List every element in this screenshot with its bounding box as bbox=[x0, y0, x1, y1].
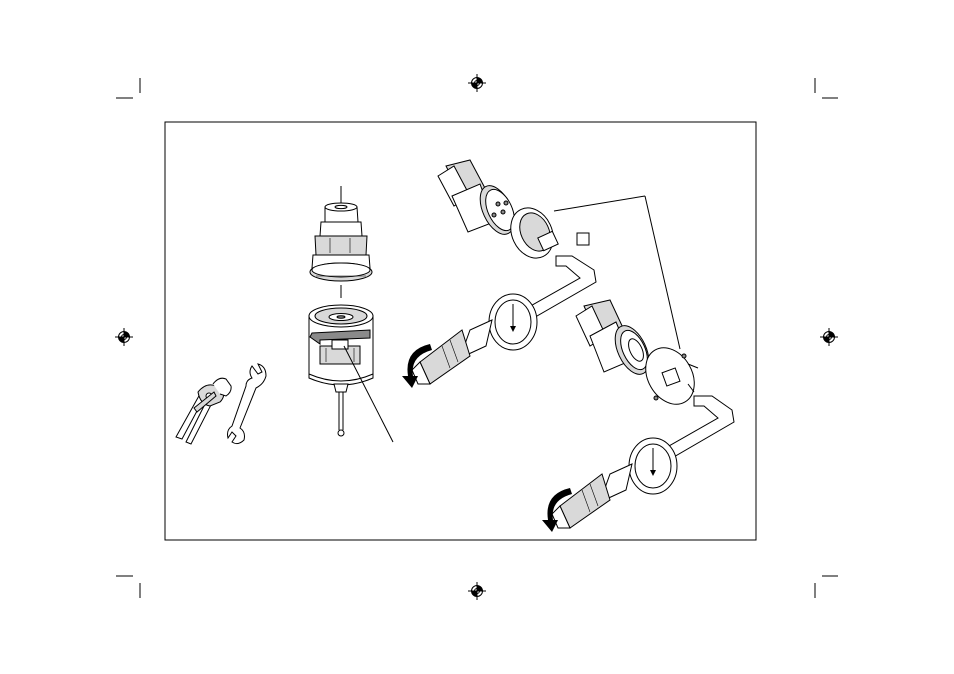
registration-mark-right bbox=[820, 328, 838, 346]
torque-assembly-lower bbox=[542, 300, 734, 532]
crop-mark-bottom-left bbox=[116, 576, 140, 598]
callout-box bbox=[577, 233, 589, 245]
pliers-icon bbox=[176, 378, 231, 444]
open-end-wrench-icon bbox=[228, 364, 267, 444]
crop-mark-top-left bbox=[116, 78, 140, 98]
crop-mark-top-right bbox=[815, 78, 838, 98]
registration-mark-top bbox=[468, 74, 486, 92]
probe-body bbox=[309, 305, 373, 436]
registration-mark-left bbox=[115, 328, 133, 346]
probe-insert-lower bbox=[576, 300, 656, 379]
probe-insert-upper bbox=[438, 160, 521, 239]
crop-mark-bottom-right bbox=[815, 576, 838, 598]
torque-wrench-upper bbox=[412, 256, 596, 384]
probe-holder-assembly bbox=[309, 186, 393, 442]
torque-wrench-lower bbox=[552, 396, 734, 528]
probe-holder-shank bbox=[310, 203, 372, 281]
registration-mark-bottom bbox=[468, 582, 486, 600]
